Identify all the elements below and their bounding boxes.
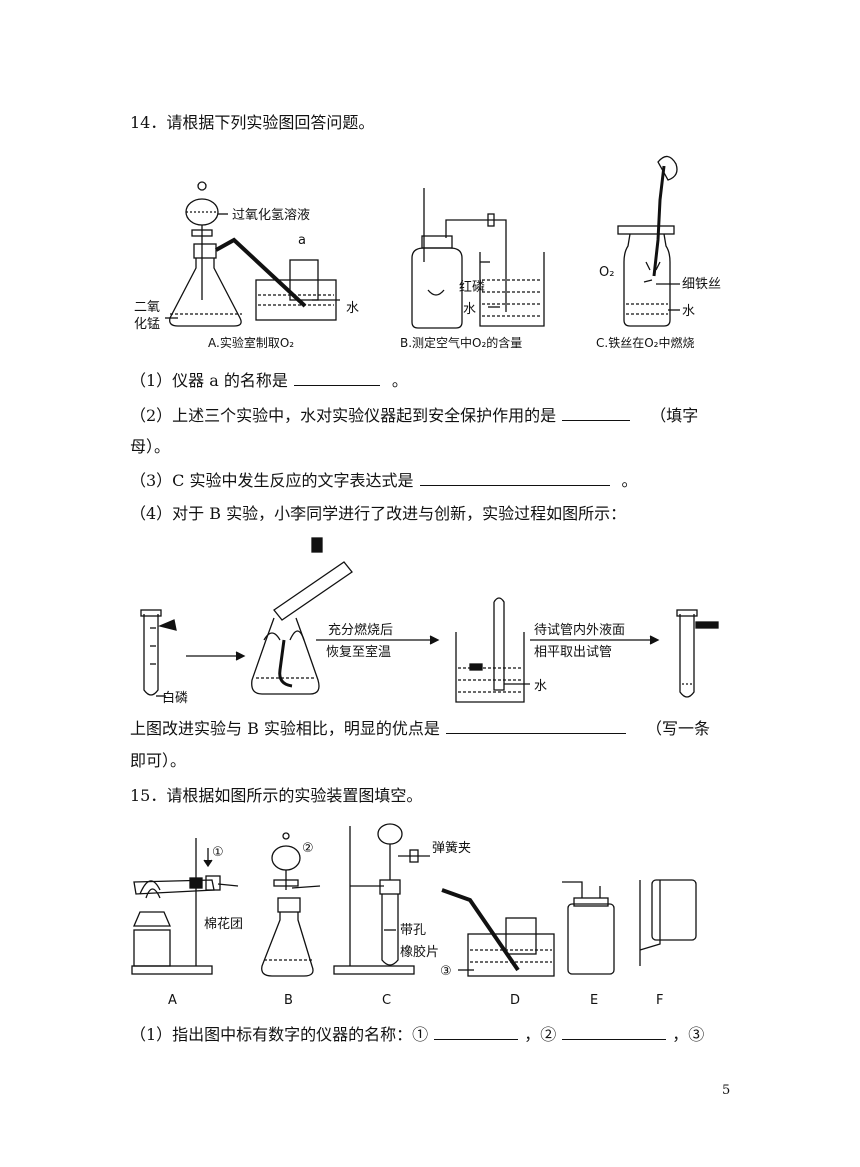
q15-sub1-mid1: ，② bbox=[524, 1025, 557, 1044]
label-water-process: 水 bbox=[534, 679, 547, 694]
q14-sub1: （1）仪器 a 的名称是 。 bbox=[130, 370, 408, 392]
label-n1: ① bbox=[212, 845, 224, 860]
label-a: a bbox=[298, 233, 306, 248]
label-iron-wire: 细铁丝 bbox=[682, 277, 721, 292]
q14-sub1-text: （1）仪器 a 的名称是 bbox=[130, 371, 288, 390]
q14-sub4: （4）对于 B 实验，小李同学进行了改进与创新，实验过程如图所示： bbox=[130, 504, 627, 523]
caption-15d: D bbox=[510, 993, 520, 1008]
label-water-a: 水 bbox=[346, 301, 359, 316]
label-step2a: 待试管内外液面 bbox=[534, 622, 625, 638]
caption-b: B.测定空气中O₂的含量 bbox=[400, 335, 522, 350]
caption-15b: B bbox=[284, 993, 293, 1008]
q14-sub3: （3）C 实验中发生反应的文字表达式是 。 bbox=[130, 470, 638, 492]
label-n2: ② bbox=[302, 841, 314, 856]
q14-sub3-text: （3）C 实验中发生反应的文字表达式是 bbox=[130, 471, 414, 490]
label-stopper-a: 带孔 bbox=[400, 923, 426, 938]
answer-blank-6[interactable] bbox=[562, 1025, 667, 1040]
answer-blank-5[interactable] bbox=[434, 1025, 519, 1040]
q15-sub1-text: （1）指出图中标有数字的仪器的名称：① bbox=[130, 1025, 429, 1044]
label-water-c: 水 bbox=[682, 304, 695, 319]
q14-sub2-text: （2）上述三个实验中，水对实验仪器起到安全保护作用的是 bbox=[130, 406, 557, 425]
label-h2o2: 过氧化氢溶液 bbox=[232, 208, 310, 223]
label-red-p: 红磷 bbox=[459, 279, 485, 295]
label-step1b: 恢复至室温 bbox=[326, 644, 391, 660]
q14-sub2: （2）上述三个实验中，水对实验仪器起到安全保护作用的是 （填字 bbox=[130, 405, 698, 427]
q14-advantage-cont: 即可）。 bbox=[130, 751, 187, 770]
q14-advantage: 上图改进实验与 B 实验相比，明显的优点是 （写一条 bbox=[130, 718, 710, 740]
label-stopper-b: 橡胶片 bbox=[400, 944, 439, 960]
label-step2b: 相平取出试管 bbox=[534, 645, 612, 660]
q15-sub1-mid2: ，③ bbox=[672, 1025, 705, 1044]
answer-blank-1[interactable] bbox=[293, 371, 380, 386]
caption-15e: E bbox=[590, 993, 598, 1008]
answer-blank-4[interactable] bbox=[445, 719, 626, 734]
q14-sub2-tail: （填字 bbox=[650, 406, 699, 425]
q15-sub1: （1）指出图中标有数字的仪器的名称：① ，② ，③ bbox=[130, 1024, 704, 1046]
q14-advantage-text: 上图改进实验与 B 实验相比，明显的优点是 bbox=[130, 719, 440, 738]
label-clip: 弹簧夹 bbox=[432, 840, 471, 856]
label-o2: O₂ bbox=[599, 265, 614, 280]
label-step1a: 充分燃烧后 bbox=[328, 622, 393, 638]
q14-title: 14．请根据下列实验图回答问题。 bbox=[130, 113, 375, 132]
label-mno2-2: 化锰 bbox=[134, 317, 160, 332]
caption-15f: F bbox=[656, 993, 663, 1008]
q14-advantage-tail: （写一条 bbox=[645, 719, 710, 738]
answer-blank-3[interactable] bbox=[419, 471, 610, 486]
q14-sub1-end: 。 bbox=[391, 371, 408, 390]
caption-c: C.铁丝在O₂中燃烧 bbox=[596, 335, 694, 350]
caption-15c: C bbox=[382, 993, 391, 1008]
label-white-p: 白磷 bbox=[162, 690, 188, 706]
page-number: 5 bbox=[722, 1083, 731, 1098]
q14-sub2-cont: 母）。 bbox=[130, 437, 171, 456]
label-water-b: 水 bbox=[463, 302, 476, 317]
label-mno2-1: 二氧 bbox=[134, 300, 160, 315]
caption-15a: A bbox=[168, 993, 177, 1008]
q15-title: 15．请根据如图所示的实验装置图填空。 bbox=[130, 786, 423, 805]
caption-a: A.实验室制取O₂ bbox=[208, 335, 294, 350]
label-n3: ③ bbox=[440, 964, 452, 979]
answer-blank-2[interactable] bbox=[562, 406, 631, 421]
q14-sub3-end: 。 bbox=[621, 471, 638, 490]
label-cotton: 棉花团 bbox=[204, 916, 243, 932]
